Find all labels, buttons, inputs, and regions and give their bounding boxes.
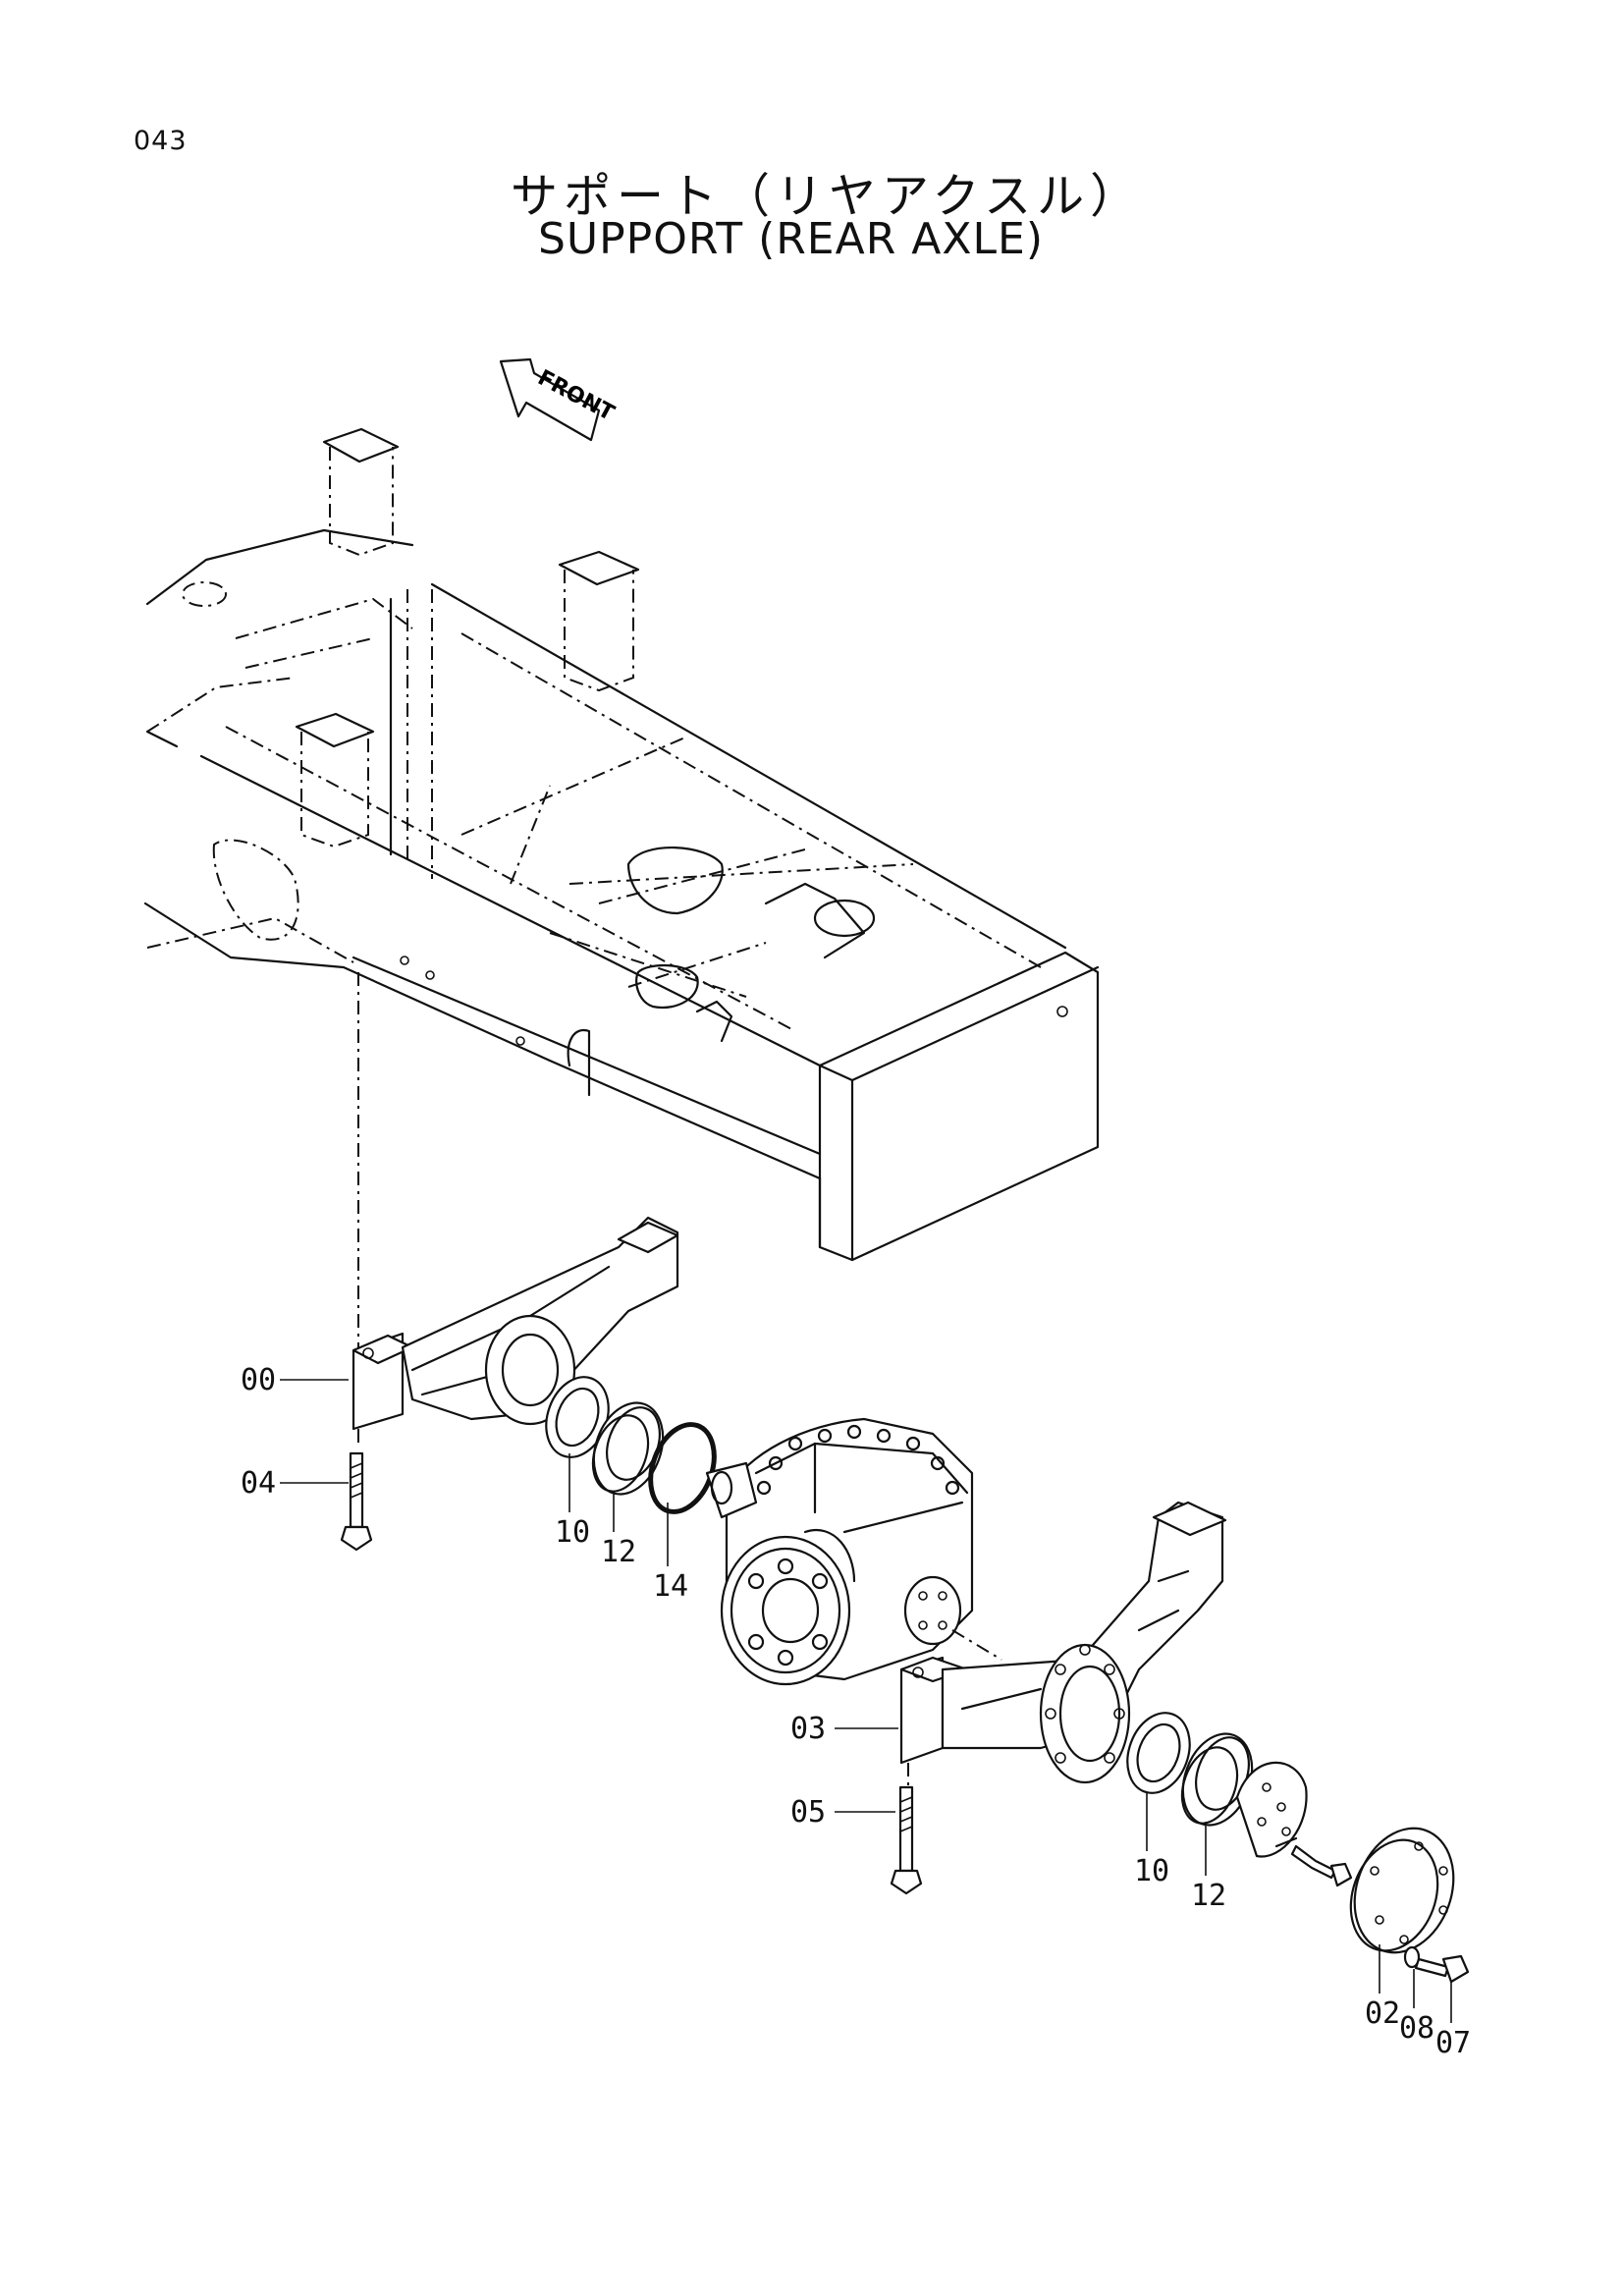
page-number: 043 (134, 126, 188, 156)
frame-body (143, 427, 1100, 1350)
bolt-05 (890, 1785, 923, 1895)
axle-differential-housing (705, 1417, 1002, 1686)
seal-10-right (1126, 1712, 1191, 1794)
title-english: SUPPORT (REAR AXLE) (538, 214, 1044, 264)
callout-12-left: 12 (601, 1535, 636, 1569)
callout-12-right: 12 (1191, 1879, 1226, 1913)
shim-plate (1235, 1761, 1308, 1858)
bearing-12-left (591, 1401, 665, 1496)
cap-02 (1349, 1827, 1455, 1954)
callout-10-right: 10 (1134, 1854, 1169, 1888)
title-japanese: サポート（リヤアクスル） (511, 169, 1144, 224)
callout-10-left: 10 (555, 1515, 590, 1550)
front-arrow-icon: FRONT (499, 357, 618, 442)
frame-post-center (558, 550, 640, 692)
bolt-04 (340, 1451, 373, 1552)
callout-08: 08 (1399, 2011, 1434, 2046)
seal-10-left (545, 1376, 610, 1458)
callout-02: 02 (1365, 1996, 1400, 2031)
washer-08 (1403, 1945, 1421, 1969)
callout-03: 03 (790, 1712, 826, 1746)
callout-14: 14 (653, 1569, 688, 1604)
support-left-00 (352, 1216, 679, 1449)
callout-07: 07 (1435, 2026, 1471, 2060)
callouts: 00 04 10 12 14 03 05 10 12 02 08 07 (241, 1363, 1471, 2060)
small-bolt (1290, 1844, 1353, 1887)
leader-lines (280, 1379, 1452, 2023)
frame-post-left (322, 427, 400, 557)
frame-post-front (295, 712, 375, 848)
support-right-03 (899, 1501, 1227, 1787)
callout-04: 04 (241, 1466, 276, 1501)
callout-05: 05 (790, 1795, 826, 1830)
bolt-07 (1414, 1954, 1470, 1984)
callout-00: 00 (241, 1363, 276, 1397)
